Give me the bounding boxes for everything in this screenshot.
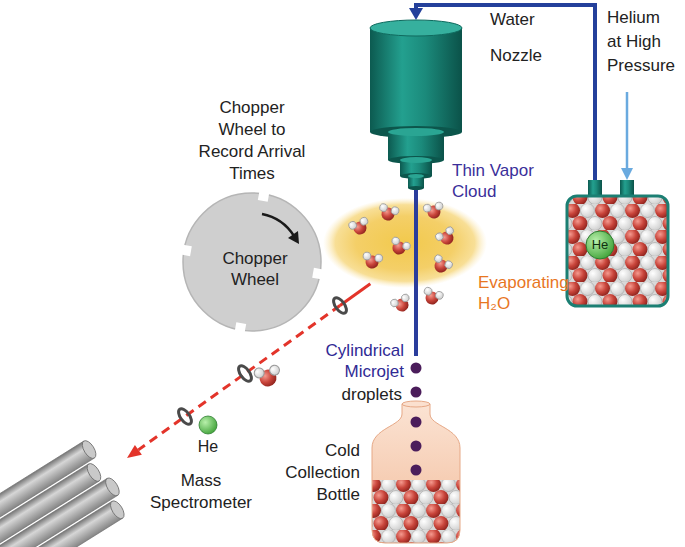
microjet-part <box>414 286 418 356</box>
reservoir-vessel <box>565 178 673 310</box>
arrow-head <box>409 8 423 20</box>
cloud-ellipse-part <box>377 203 400 223</box>
bottle-outline <box>366 400 466 545</box>
cloud-ellipse <box>323 198 487 288</box>
cloud-ellipse-part <box>429 253 454 276</box>
nozzle-cylinder-part <box>408 186 424 190</box>
wheel-disc-part <box>235 322 246 333</box>
cloud-ellipse-part <box>423 202 445 220</box>
bottle-outline-part <box>402 401 430 407</box>
cloud-ellipse-part <box>323 198 487 288</box>
cloud-ellipse-part <box>387 236 411 258</box>
helium-inflow-arrow-part <box>626 92 629 169</box>
droplet-dots-part <box>411 363 422 374</box>
helium-label: Helium at High Pressure <box>607 6 678 78</box>
reservoir-vessel-part <box>567 196 668 306</box>
evaporation-note: Evaporating H₂O <box>478 272 578 314</box>
wheel-disc-part <box>181 245 192 256</box>
bottle-outline-part <box>411 417 422 428</box>
beam-water-molecule <box>253 365 282 389</box>
helium-reservoir: Helium at High PressureHe <box>565 178 673 310</box>
helium-inflow-arrow-part <box>621 168 633 180</box>
cloud-label: Thin Vapor Cloud <box>452 160 544 202</box>
quadrupole-rods-part <box>0 438 134 547</box>
beam-dashed <box>138 306 340 450</box>
evaporating-molecules-part <box>421 286 445 307</box>
helium-atom: He <box>199 416 217 434</box>
bottle-outline-part <box>411 465 422 476</box>
vapor-cloud: Thin Vapor Cloud <box>323 198 487 288</box>
wheel-disc-part <box>312 268 323 279</box>
droplet-dots-part <box>411 387 422 398</box>
beam-rings-part <box>236 364 254 384</box>
chopper-wheel: Chopper Wheel to Record Arrival TimesCho… <box>182 192 322 332</box>
bottle-outline-part <box>411 441 422 452</box>
cloud-ellipse-part <box>361 252 383 270</box>
quadrupole-rods-part-part <box>84 461 103 483</box>
cloud-ellipse-part <box>348 216 372 237</box>
nozzle-label: Water Nozzle <box>490 2 570 74</box>
wheel-label: Chopper Wheel <box>210 248 300 290</box>
nozzle-cylinder-part <box>400 157 432 163</box>
helium-inflow-arrow <box>621 92 633 180</box>
microjet-label: Cylindrical Microjet <box>300 340 404 382</box>
nozzle-cylinder-part <box>370 28 462 132</box>
helium-atom: He <box>585 230 615 260</box>
evaporating-molecules <box>389 286 444 315</box>
nozzle-cylinder <box>368 18 464 190</box>
reservoir-vessel-part <box>567 196 668 306</box>
cloud-ellipse-part <box>434 225 459 248</box>
helium-symbol: He <box>193 437 223 457</box>
water-nozzle: Water Nozzle <box>368 18 464 190</box>
chopper-heading: Chopper Wheel to Record Arrival Times <box>196 97 308 185</box>
arrow-head <box>127 445 142 458</box>
droplets-label: droplets <box>320 384 402 405</box>
quadrupole-rods-part-part <box>108 499 127 521</box>
collection-bottle: Cold Collection Bottle <box>366 400 466 545</box>
quadrupole-rods <box>2 440 127 545</box>
nozzle-cylinder-part <box>370 20 462 36</box>
droplet-dots <box>411 363 422 398</box>
bottle-outline-part <box>366 480 466 547</box>
nozzle-cylinder-part <box>388 132 444 160</box>
microjet <box>416 186 417 356</box>
bottle-outline-part <box>372 404 460 543</box>
spectrometer-label: Mass Spectrometer <box>145 470 257 514</box>
green-ball-part <box>199 416 217 434</box>
green-ball <box>199 416 217 434</box>
quadrupole-rods-part-part <box>103 476 122 498</box>
bottle-label: Cold Collection Bottle <box>270 440 360 506</box>
evaporating-molecules-part <box>389 293 413 315</box>
quadrupole-rods-part-part <box>80 438 99 460</box>
mass-spectrometer: Mass Spectrometer <box>2 440 127 545</box>
beam-rings-part <box>331 296 349 316</box>
nozzle-cylinder-part <box>388 128 444 136</box>
beam-rings-part <box>176 407 194 427</box>
quadrupole-rods-part-part <box>0 478 118 547</box>
nozzle-cylinder-part <box>408 174 424 178</box>
helium-symbol: He <box>585 230 615 260</box>
wheel-disc-part <box>183 193 321 331</box>
nozzle-cylinder-part <box>388 156 444 164</box>
wheel-disc-part <box>258 191 269 202</box>
cloud-ellipse-part <box>414 198 418 288</box>
green-ball-part <box>586 231 614 259</box>
wheel-disc-part <box>288 231 299 244</box>
wheel-disc-part <box>262 214 294 236</box>
